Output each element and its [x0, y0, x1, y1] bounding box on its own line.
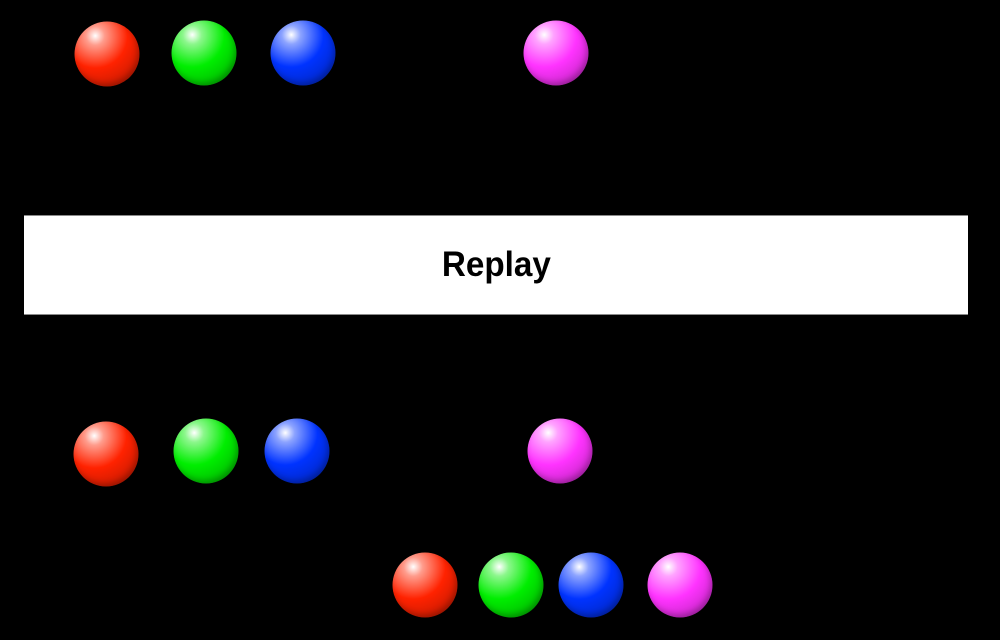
marble-magenta [647, 552, 713, 618]
marble-green [171, 20, 237, 86]
marble-red [392, 552, 458, 618]
marble-blue [270, 20, 336, 86]
marble-red [74, 21, 140, 87]
marble-magenta [523, 20, 589, 86]
marble-green [173, 418, 239, 484]
marble-blue [558, 552, 624, 618]
marble-green [478, 552, 544, 618]
marble-blue [264, 418, 330, 484]
operator-label: Replay [441, 245, 551, 284]
marble-red [73, 421, 139, 487]
replay-operator-box: Replay [24, 215, 968, 315]
marble-magenta [527, 418, 593, 484]
